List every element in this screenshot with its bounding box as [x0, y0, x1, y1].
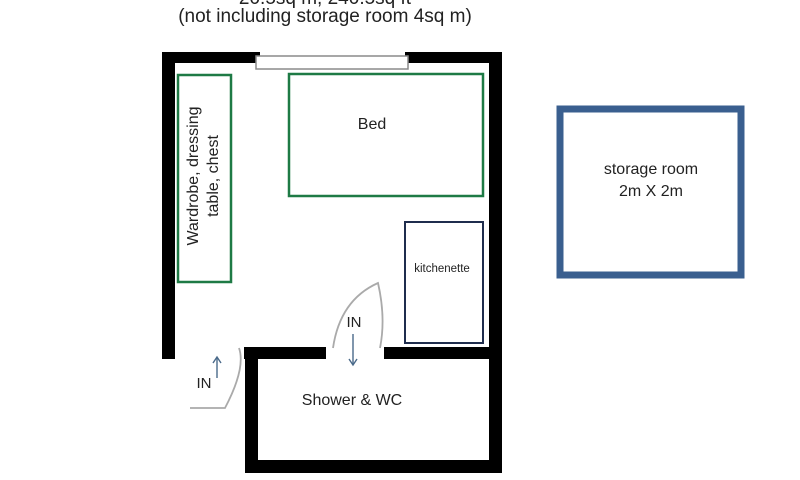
- bathroom-walls: [245, 347, 502, 473]
- wardrobe-label-line1: Wardrobe, dressing: [185, 106, 202, 245]
- bathroom-wall-bottom: [245, 460, 502, 473]
- wardrobe-label: Wardrobe, dressing table, chest: [185, 106, 222, 245]
- plan-area-note: (not including storage room 4sq m): [178, 6, 472, 27]
- wall-bottom-middle: [244, 347, 326, 359]
- bathroom-door-swing: [332, 281, 384, 349]
- wall-left: [162, 52, 175, 359]
- window: [255, 55, 409, 70]
- bed-outline: [287, 72, 485, 198]
- bathroom-wall-left: [245, 347, 258, 473]
- kitchenette-label: kitchenette: [414, 263, 470, 275]
- entrance-in-label: IN: [197, 375, 212, 392]
- shower-wc-label: Shower & WC: [302, 392, 402, 409]
- wall-top-right: [405, 52, 502, 63]
- wall-bottom-right: [384, 347, 502, 359]
- bathroom-in-label: IN: [347, 314, 362, 331]
- wall-top-left: [162, 52, 260, 63]
- wall-right: [489, 52, 502, 473]
- plan-area-heading: 20.5sq m, 240.5sq ft: [0, 0, 650, 10]
- entrance-door-swing: [190, 347, 242, 409]
- kitchenette-unit: [404, 221, 484, 344]
- storage-room-outline: [556, 105, 745, 279]
- entrance-arrow: [212, 355, 222, 378]
- wardrobe-unit: [176, 73, 233, 284]
- storage-room-label-line2: 2m X 2m: [619, 183, 683, 200]
- bathroom-arrow: [348, 334, 358, 367]
- bed-label: Bed: [358, 116, 386, 133]
- main-room-walls: [162, 52, 502, 473]
- wall-bottom-left-stub: [162, 347, 174, 359]
- wardrobe-label-line2: table, chest: [205, 135, 222, 217]
- storage-room-label-line1: storage room: [604, 161, 698, 178]
